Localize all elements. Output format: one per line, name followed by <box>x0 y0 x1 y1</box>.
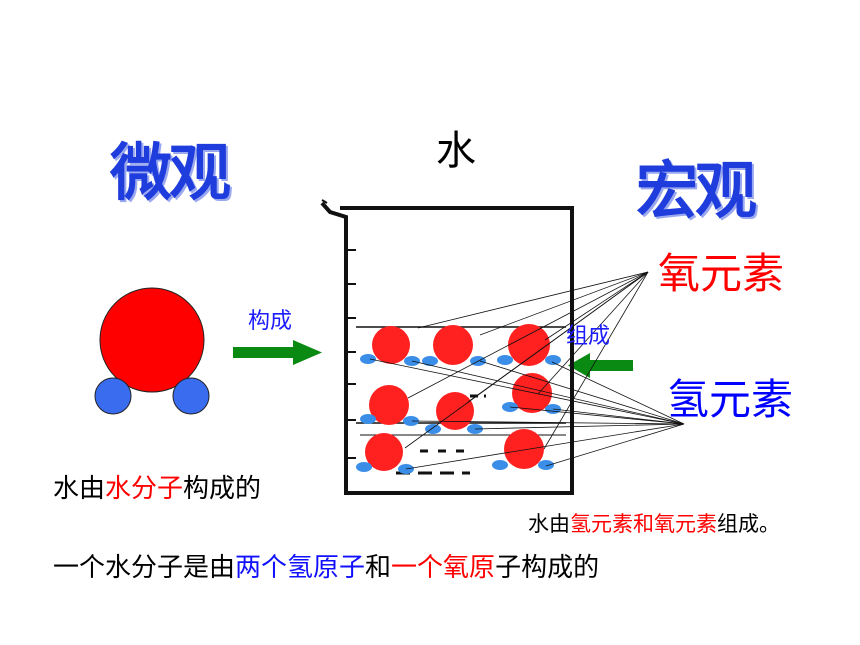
composition-arrow-label: 组成 <box>566 324 611 349</box>
hydrogen-element-label: 氢元素 <box>667 375 794 424</box>
statement-water-elements: 水由氢元素和氧元素组成。 <box>528 512 780 536</box>
compose-arrow <box>233 340 322 365</box>
molecule-1-2 <box>422 325 486 366</box>
water-label: 水 <box>436 128 476 174</box>
molecule-2-2 <box>425 392 483 434</box>
statement-molecule-atoms: 一个水分子是由两个氢原子和一个氧原子构成的 <box>53 553 600 583</box>
oxygen-pointer-lines <box>404 271 649 450</box>
molecule-3-1 <box>356 433 414 474</box>
oxygen-element-label: 氧元素 <box>658 249 785 298</box>
hydrogen-atom-right <box>172 377 210 415</box>
water-molecules-in-beaker <box>356 324 561 474</box>
micro-view-title: 微观 <box>110 136 231 209</box>
oxygen-atom-large <box>99 287 205 393</box>
water-molecule-model <box>94 287 210 415</box>
composition-arrow <box>568 353 633 378</box>
macro-view-title: 宏观 <box>636 154 757 227</box>
molecule-2-1 <box>360 385 419 426</box>
molecule-1-3 <box>497 324 561 366</box>
compose-arrow-label: 构成 <box>248 309 293 334</box>
statement-water-molecule: 水由水分子构成的 <box>53 474 262 504</box>
hydrogen-pointer-lines <box>369 358 685 470</box>
hydrogen-atom-left <box>94 377 132 415</box>
molecule-1-1 <box>360 326 420 366</box>
molecule-3-2 <box>492 429 554 470</box>
